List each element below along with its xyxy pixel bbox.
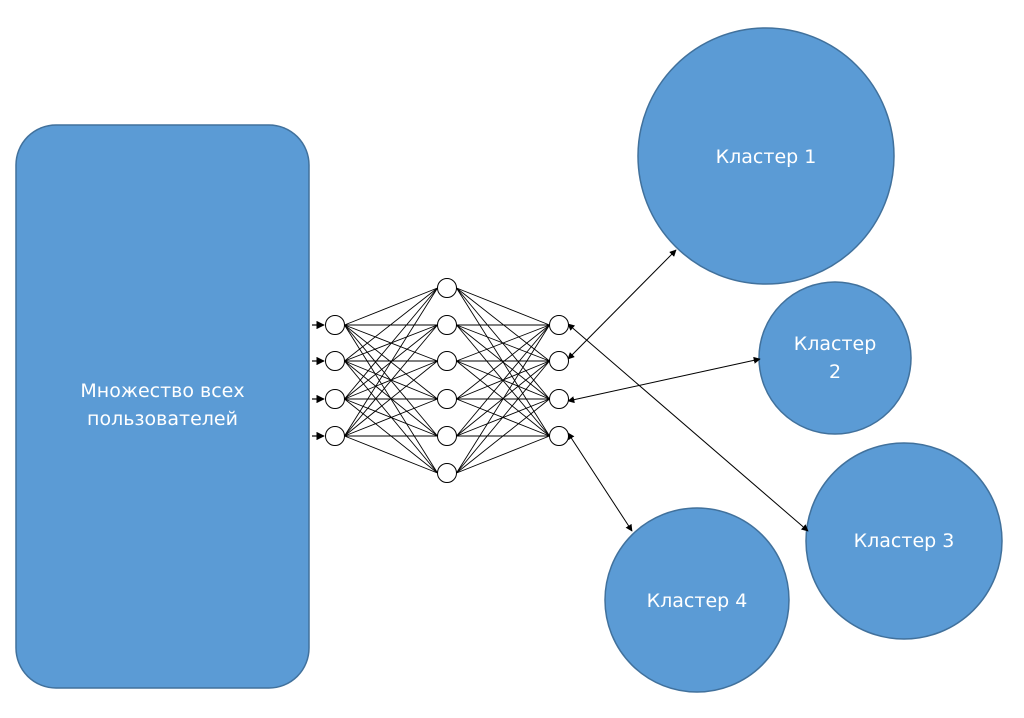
node-layer1-2 [437, 351, 457, 371]
connection-l1-5-2 [456, 398, 550, 474]
arrow-to-cluster-2 [567, 356, 761, 404]
connection-l1-5-0 [456, 324, 550, 474]
cluster-2-circle [758, 281, 912, 435]
network-nodes [325, 278, 569, 483]
connection-l1-5-3 [456, 435, 550, 474]
users-set-block [15, 124, 310, 689]
node-layer0-0 [325, 315, 345, 335]
connection-l0-3-5 [344, 435, 438, 474]
connection-l0-3-1 [344, 324, 438, 437]
input-arrows [312, 320, 325, 441]
node-layer0-2 [325, 389, 345, 409]
node-layer1-1 [437, 315, 457, 335]
node-layer0-1 [325, 351, 345, 371]
node-layer1-3 [437, 389, 457, 409]
network-connections [344, 287, 550, 474]
connection-l0-1-0 [344, 287, 438, 362]
connection-l0-1-5 [344, 360, 438, 474]
node-layer2-2 [549, 389, 569, 409]
cluster-4-circle [604, 507, 790, 693]
arrow-to-cluster-4 [567, 432, 633, 532]
arrow-to-cluster-1 [567, 249, 677, 360]
node-layer1-4 [437, 426, 457, 446]
cluster-3-circle [805, 442, 1003, 640]
cluster-1-circle [637, 27, 895, 285]
connection-l0-2-0 [344, 287, 438, 400]
connection-l1-0-0 [456, 287, 550, 326]
node-layer2-0 [549, 315, 569, 335]
connection-l1-2-0 [456, 324, 550, 362]
connection-l0-3-0 [344, 287, 438, 437]
arrow-to-cluster-3 [567, 323, 809, 532]
node-layer1-5 [437, 463, 457, 483]
output-arrows [567, 249, 809, 532]
node-layer1-0 [437, 278, 457, 298]
connection-l1-0-2 [456, 287, 550, 400]
connection-l1-3-0 [456, 324, 550, 400]
connection-l0-3-2 [344, 360, 438, 437]
connection-l0-3-3 [344, 398, 438, 437]
connection-l1-5-1 [456, 360, 550, 474]
node-layer2-3 [549, 426, 569, 446]
connection-l1-4-0 [456, 324, 550, 437]
node-layer2-1 [549, 351, 569, 371]
connection-l0-0-0 [344, 287, 438, 326]
node-layer0-3 [325, 426, 345, 446]
connection-l1-0-1 [456, 287, 550, 362]
